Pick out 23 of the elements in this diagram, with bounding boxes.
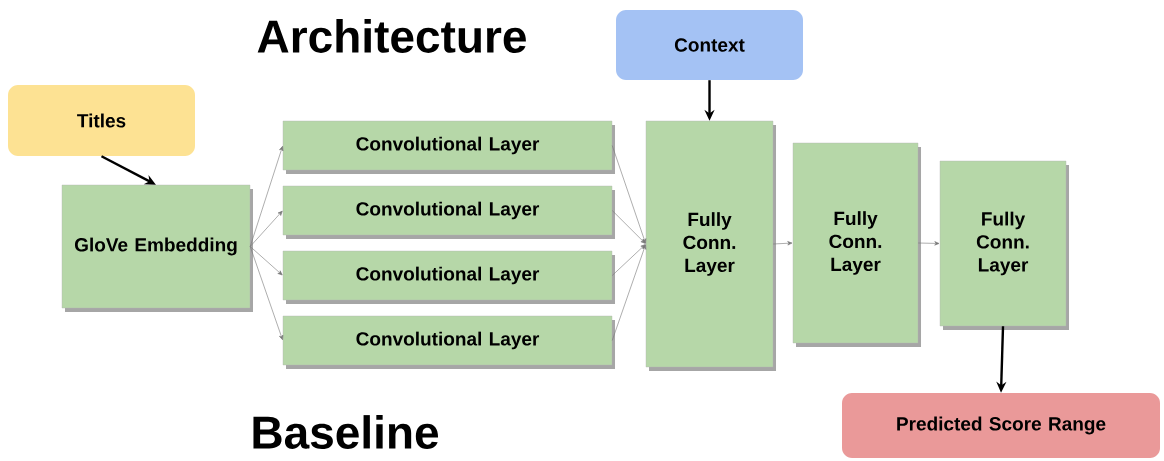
arrow [249,210,283,247]
title: Architecture [257,19,526,53]
layer-box: Convolutional Layer [282,185,615,239]
layer-box: Convolutional Layer [282,315,615,369]
output-box: Predicted Score Range [842,393,1160,458]
arrow [611,145,647,244]
arrow [249,145,284,247]
layer-box: Fully Conn. Layer [939,160,1069,330]
arrow [611,210,646,244]
layer-box: Convolutional Layer [282,250,615,304]
arrow [611,244,646,276]
arrow [772,241,793,246]
layer-box: Fully Conn. Layer [645,120,776,371]
input-box: Titles [8,85,195,156]
layer-box: Fully Conn. Layer [792,142,921,347]
layer-box: Convolutional Layer [282,120,615,174]
heading: Baseline [253,415,439,449]
input-box: Context [616,10,803,80]
layer-box: GloVe Embedding [61,184,253,312]
arrow [249,246,284,341]
arrow [611,244,647,341]
arrow [249,246,283,276]
arrow [917,241,940,246]
